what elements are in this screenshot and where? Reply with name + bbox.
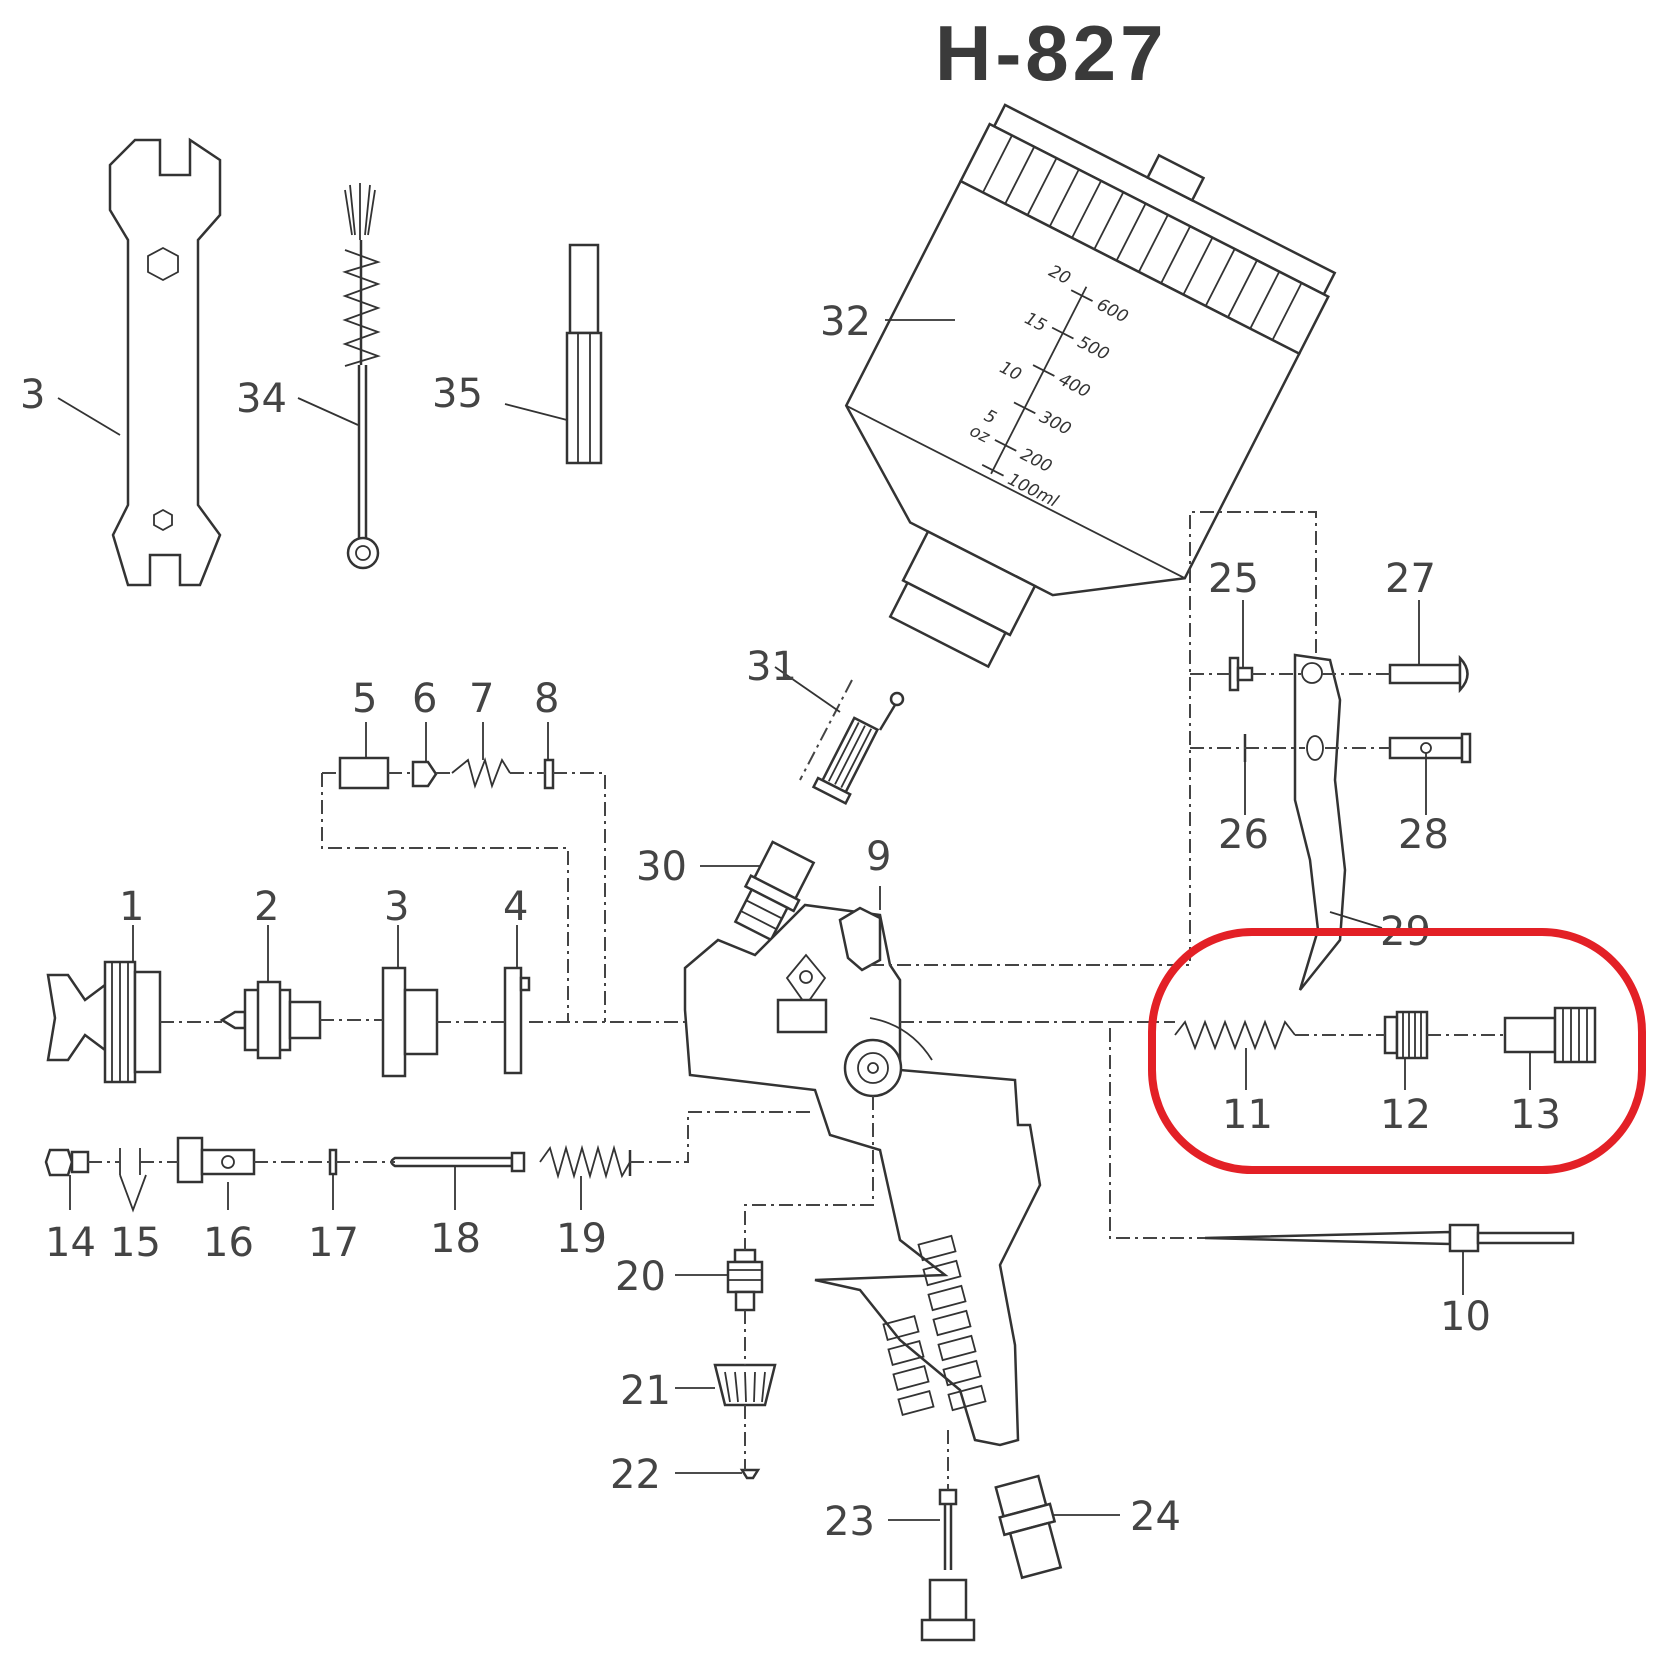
- needle-spring-part-11: [1174, 1019, 1296, 1051]
- callout-24: 24: [1130, 1494, 1181, 1540]
- assembly-lines: [88, 511, 1505, 1490]
- callout-19: 19: [556, 1216, 607, 1262]
- callout-8: 8: [534, 676, 559, 722]
- callout-5: 5: [352, 676, 377, 722]
- adjust-knob-part-13: [1503, 1006, 1597, 1064]
- callout-31: 31: [746, 644, 797, 690]
- nozzle-part-2: [219, 980, 322, 1060]
- leader-lines: [57, 319, 1531, 1521]
- paint-cup-part-32: 600 500 400 300 200 100ml 20 15 10 5 oz: [844, 103, 1337, 669]
- callout-16: 16: [203, 1220, 254, 1266]
- trigger-part-29: [1293, 653, 1347, 991]
- callout-30: 30: [636, 844, 687, 890]
- callout-34: 34: [236, 376, 287, 422]
- callout-14: 14: [45, 1220, 96, 1266]
- lower-row-parts-14-19: [44, 1136, 632, 1184]
- callout-17: 17: [308, 1220, 359, 1266]
- callout-32: 32: [820, 299, 871, 345]
- callout-2: 2: [254, 884, 279, 930]
- callout-23: 23: [824, 1499, 875, 1545]
- callout-21: 21: [620, 1368, 671, 1414]
- cup-adapter-part-30: [733, 840, 816, 942]
- callout-18: 18: [430, 1216, 481, 1262]
- callout-6: 6: [412, 676, 437, 722]
- gun-body-part-9: [683, 903, 1042, 1447]
- baffle-part-3: [381, 966, 439, 1078]
- callout-35: 35: [432, 371, 483, 417]
- callout-3: 3: [384, 884, 409, 930]
- wrench-part-33: [108, 137, 222, 587]
- adjust-nut-part-12: [1383, 1010, 1429, 1060]
- needle-tool-part-35: [565, 243, 603, 465]
- trigger-pins-parts-25-28: [1228, 654, 1472, 764]
- highlight-ring: [1148, 928, 1646, 1174]
- callout-12: 12: [1380, 1092, 1431, 1138]
- callout-20: 20: [615, 1254, 666, 1300]
- callout-33: 3: [20, 372, 45, 418]
- air-cap-part-1: [46, 960, 162, 1084]
- callout-7: 7: [469, 676, 494, 722]
- callout-13: 13: [1510, 1092, 1561, 1138]
- callout-9: 9: [866, 834, 891, 880]
- cleaning-brush-part-34: [342, 183, 381, 570]
- callout-27: 27: [1385, 556, 1436, 602]
- callout-15: 15: [110, 1220, 161, 1266]
- callout-labels: 1 2 3 4 5 6 7 8 9 10 11 12 13 14 15 16 1…: [20, 299, 1561, 1545]
- callout-22: 22: [610, 1452, 661, 1498]
- callout-28: 28: [1398, 812, 1449, 858]
- gasket-part-4: [503, 966, 531, 1075]
- cup-filter-part-31: [811, 691, 905, 805]
- callout-26: 26: [1218, 812, 1269, 858]
- callout-10: 10: [1440, 1294, 1491, 1340]
- lower-parts-20-24: [713, 1248, 1063, 1642]
- callout-11: 11: [1222, 1092, 1273, 1138]
- callout-25: 25: [1208, 556, 1259, 602]
- model-title: H-827: [935, 9, 1167, 97]
- valve-parts-5-8: [338, 756, 555, 790]
- callout-1: 1: [119, 884, 144, 930]
- fluid-needle-part-10: [1204, 1223, 1575, 1253]
- callout-4: 4: [503, 884, 528, 930]
